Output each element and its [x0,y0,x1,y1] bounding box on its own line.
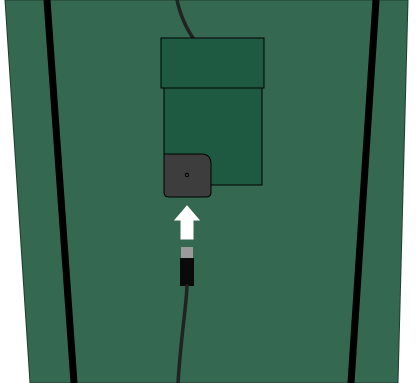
connector-plug-icon [180,258,194,286]
plug-tip [181,247,193,258]
port-socket [164,154,211,197]
device-top-cap [161,38,264,88]
